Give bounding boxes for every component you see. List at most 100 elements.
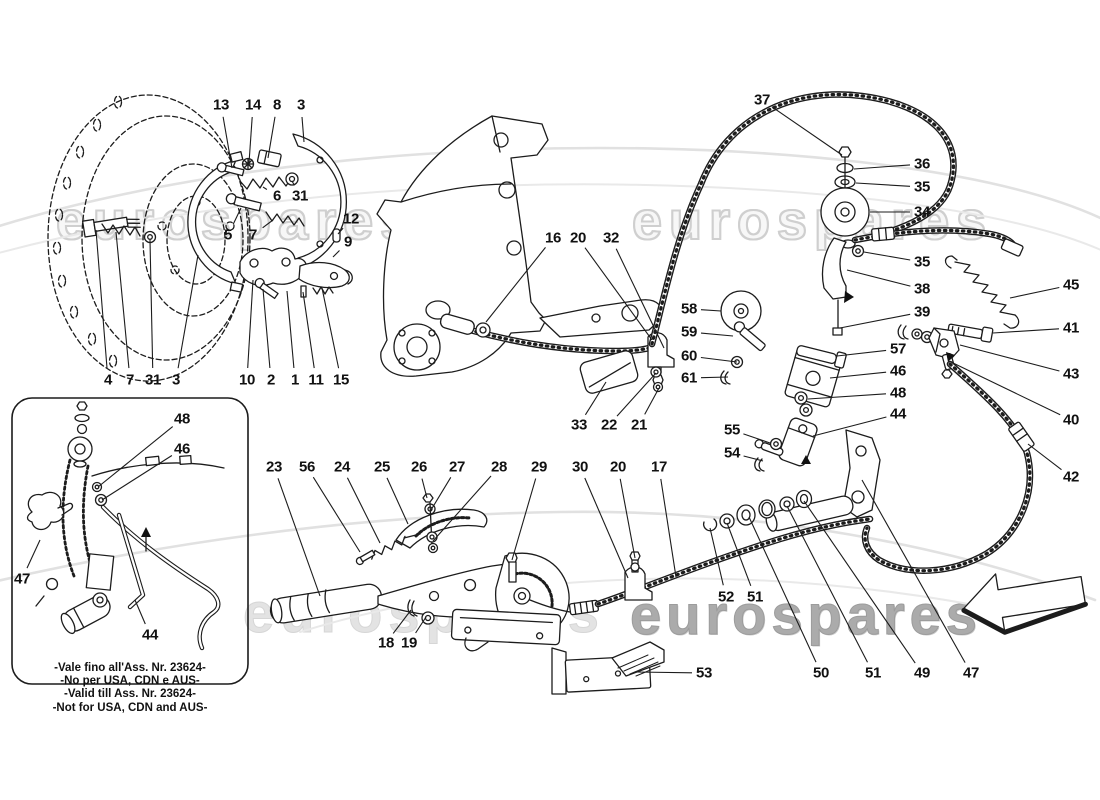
part-number-35: 35 bbox=[913, 178, 931, 196]
leader-line-2 bbox=[262, 288, 271, 369]
part-number-39: 39 bbox=[913, 303, 931, 321]
leader-line-56 bbox=[312, 476, 361, 553]
leader-line-43 bbox=[959, 344, 1060, 372]
leader-line-44 bbox=[812, 416, 887, 437]
leader-line-38 bbox=[846, 269, 911, 287]
part-number-51: 51 bbox=[864, 664, 882, 682]
note-line-english-markets: -Not for USA, CDN and AUS- bbox=[52, 701, 208, 714]
leader-line-48 bbox=[807, 393, 887, 400]
leader-line-61 bbox=[700, 376, 729, 379]
leader-line-42 bbox=[1027, 443, 1062, 471]
leader-line-24 bbox=[346, 477, 381, 544]
part-number-30: 30 bbox=[571, 458, 589, 476]
leader-line-28 bbox=[432, 475, 492, 542]
leader-line-49 bbox=[803, 500, 916, 664]
part-number-34: 34 bbox=[913, 203, 931, 221]
leader-line-58 bbox=[700, 309, 722, 312]
rubber-pad bbox=[579, 350, 639, 394]
part-number-61: 61 bbox=[680, 369, 698, 387]
leader-line-50 bbox=[748, 516, 817, 663]
leader-line-30 bbox=[584, 477, 629, 579]
part-number-19: 19 bbox=[400, 634, 418, 652]
part-number-33: 33 bbox=[570, 416, 588, 434]
part-number-50: 50 bbox=[812, 664, 830, 682]
part-number-42: 42 bbox=[1062, 468, 1080, 486]
part-number-49: 49 bbox=[913, 664, 931, 682]
adjuster-parts bbox=[216, 149, 341, 243]
part-number-35: 35 bbox=[913, 253, 931, 271]
part-number-6: 6 bbox=[272, 187, 282, 205]
brake-shoe-left bbox=[187, 151, 244, 293]
part-number-44: 44 bbox=[141, 626, 159, 644]
leader-line-53 bbox=[635, 671, 693, 674]
leader-line-17 bbox=[660, 478, 677, 578]
leader-line-35 bbox=[855, 182, 911, 187]
part-number-47: 47 bbox=[13, 570, 31, 588]
part-number-44: 44 bbox=[889, 405, 907, 423]
part-number-18: 18 bbox=[377, 634, 395, 652]
part-number-47: 47 bbox=[962, 664, 980, 682]
leader-line-13 bbox=[222, 116, 233, 169]
part-number-14: 14 bbox=[244, 96, 262, 114]
leader-line-3 bbox=[177, 254, 199, 369]
part-number-7: 7 bbox=[125, 371, 135, 389]
part-number-5: 5 bbox=[223, 226, 233, 244]
leader-line-31 bbox=[149, 239, 154, 369]
part-number-2: 2 bbox=[266, 371, 276, 389]
part-number-21: 21 bbox=[630, 416, 648, 434]
part-number-17: 17 bbox=[650, 458, 668, 476]
part-number-52: 52 bbox=[717, 588, 735, 606]
leader-line-27 bbox=[430, 477, 452, 511]
leader-line-25 bbox=[386, 477, 409, 525]
return-spring bbox=[944, 255, 1020, 329]
cable-clevis bbox=[897, 324, 960, 379]
part-number-27: 27 bbox=[448, 458, 466, 476]
front-brake-cable bbox=[439, 313, 659, 355]
leader-line-39 bbox=[839, 313, 911, 329]
leader-line-4 bbox=[95, 229, 108, 369]
note-line-italian-valid: -Vale fino all'Ass. Nr. 23624- bbox=[54, 662, 206, 674]
leader-line-33 bbox=[584, 381, 607, 416]
leader-line-51 bbox=[726, 522, 752, 586]
leader-line-9 bbox=[332, 250, 340, 258]
leader-line-21 bbox=[644, 387, 660, 415]
leader-line-59 bbox=[700, 332, 734, 337]
part-number-28: 28 bbox=[490, 458, 508, 476]
part-number-32: 32 bbox=[602, 229, 620, 247]
leader-line-60 bbox=[700, 356, 738, 363]
part-number-26: 26 bbox=[410, 458, 428, 476]
leader-line-5 bbox=[232, 207, 242, 225]
direction-arrow bbox=[961, 573, 1088, 635]
leader-line-41 bbox=[992, 328, 1060, 334]
pulley-assembly bbox=[820, 146, 870, 336]
part-number-20: 20 bbox=[569, 229, 587, 247]
mounting-bracket bbox=[551, 641, 665, 695]
leader-line-57 bbox=[836, 349, 887, 357]
inset-box bbox=[11, 397, 249, 685]
leader-line-47 bbox=[26, 539, 41, 569]
part-number-12: 12 bbox=[342, 210, 360, 228]
part-number-31: 31 bbox=[291, 187, 309, 205]
leader-line-15 bbox=[321, 287, 340, 369]
leader-line-48 bbox=[97, 426, 174, 488]
part-number-55: 55 bbox=[723, 421, 741, 439]
wheel-upright bbox=[376, 115, 663, 377]
leader-line-10 bbox=[247, 279, 254, 369]
inset-diagram bbox=[26, 401, 225, 651]
leader-line-52 bbox=[709, 527, 724, 586]
leader-line-44 bbox=[134, 599, 146, 625]
part-number-56: 56 bbox=[298, 458, 316, 476]
part-number-1: 1 bbox=[290, 371, 300, 389]
part-number-8: 8 bbox=[272, 96, 282, 114]
leader-line-7 bbox=[115, 231, 130, 369]
leader-line-7 bbox=[262, 219, 274, 229]
part-number-48: 48 bbox=[889, 384, 907, 402]
leader-line-14 bbox=[248, 116, 253, 164]
part-number-3: 3 bbox=[296, 96, 306, 114]
leader-line-18 bbox=[392, 609, 412, 634]
part-number-40: 40 bbox=[1062, 411, 1080, 429]
part-number-13: 13 bbox=[212, 96, 230, 114]
leader-line-20 bbox=[584, 247, 653, 341]
leader-line-16 bbox=[485, 247, 546, 323]
